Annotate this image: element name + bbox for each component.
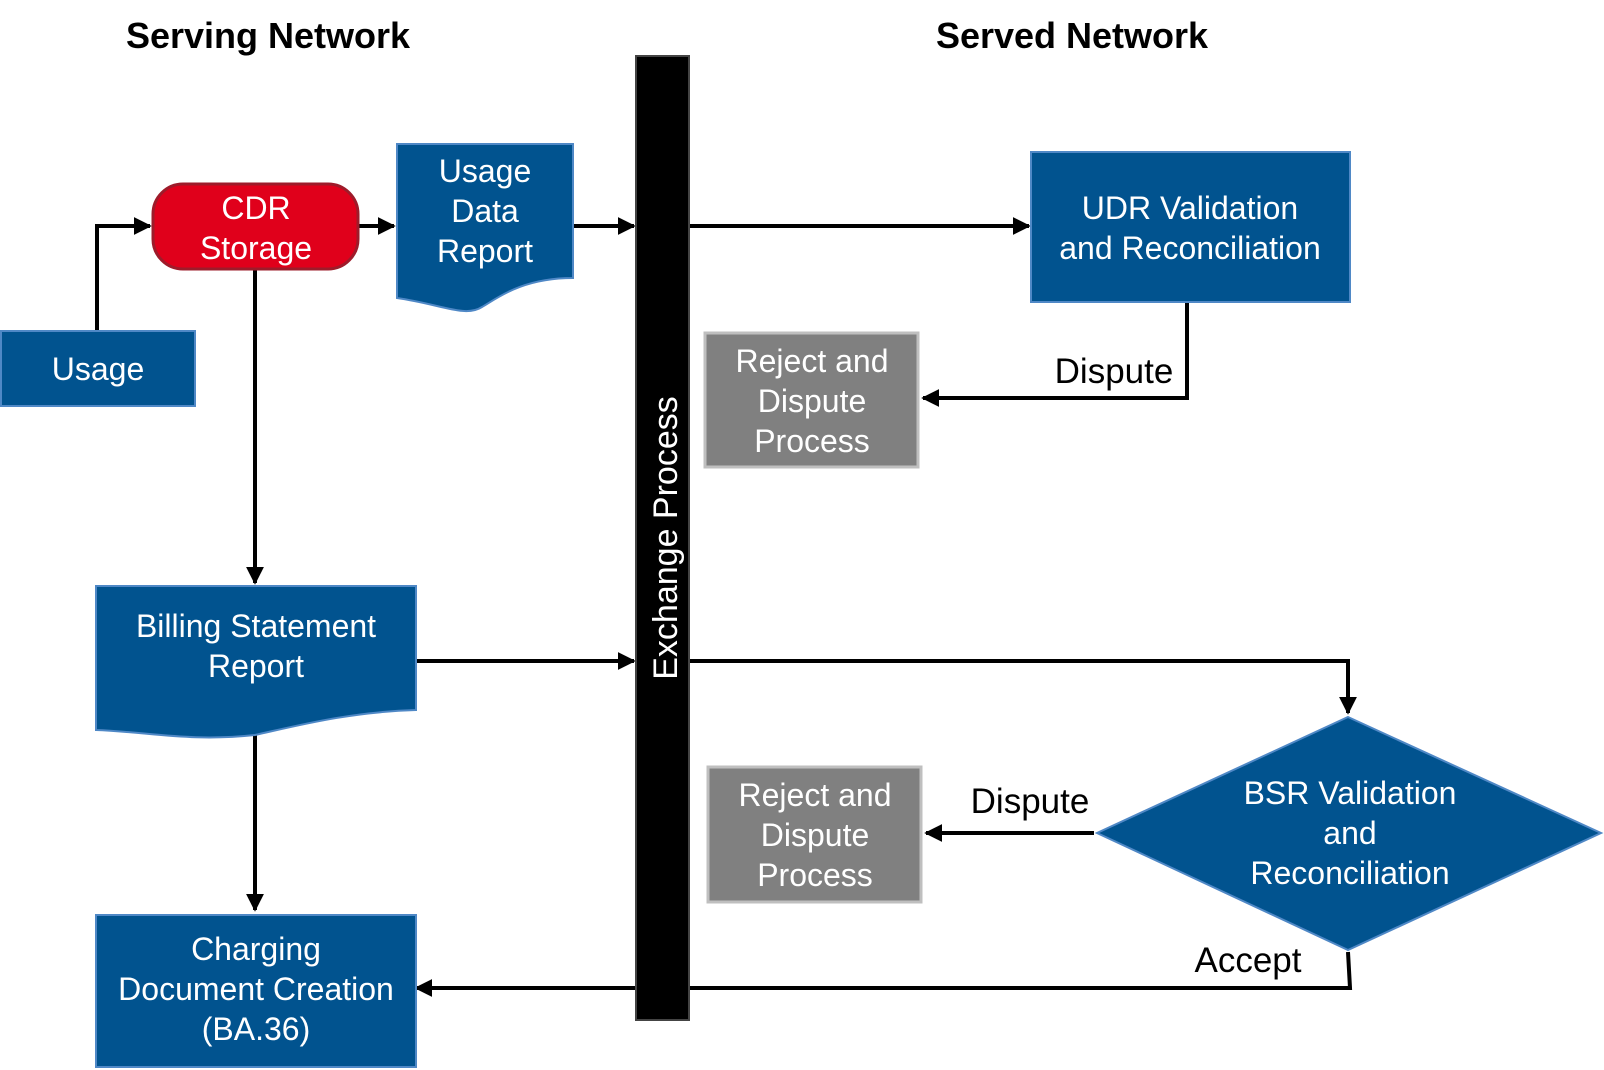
- edge-usage-to-cdr: [95, 217, 152, 330]
- exchange-process-label: Exchange Process: [647, 396, 685, 680]
- reject-dispute-top-node: Reject and Dispute Process: [703, 331, 920, 469]
- edge-exchange-to-bsr-validation: [690, 659, 1357, 715]
- charging-document-label-line3: (BA.36): [202, 1011, 310, 1047]
- usage-data-report-label-line1: Usage: [439, 153, 532, 189]
- cdr-storage-label-line1: CDR: [221, 190, 290, 226]
- charging-document-label-line1: Charging: [191, 931, 321, 967]
- reject-dispute-bottom-label-line1: Reject and: [739, 777, 892, 813]
- billing-statement-report-label-line2: Report: [208, 648, 304, 684]
- usage-data-report-label-line2: Data: [451, 193, 519, 229]
- cdr-storage-node: CDR Storage: [151, 182, 360, 271]
- udr-validation-label-line2: and Reconciliation: [1059, 230, 1321, 266]
- udr-validation-label-line1: UDR Validation: [1082, 190, 1298, 226]
- reject-dispute-top-label-line1: Reject and: [736, 343, 889, 379]
- bsr-validation-label-line2: and: [1323, 815, 1376, 851]
- charging-document-node: Charging Document Creation (BA.36): [95, 914, 417, 1068]
- edge-udr-dispute: [921, 302, 1189, 407]
- connectors: [95, 217, 1357, 997]
- bsr-validation-label-line3: Reconciliation: [1250, 855, 1449, 891]
- charging-document-label-line2: Document Creation: [118, 971, 394, 1007]
- bsr-validation-node: BSR Validation and Reconciliation: [1094, 715, 1604, 952]
- reject-dispute-bottom-node: Reject and Dispute Process: [706, 765, 923, 904]
- reject-dispute-bottom-label-line3: Process: [757, 857, 873, 893]
- edge-bsr-accept: [414, 951, 1353, 997]
- udr-validation-node: UDR Validation and Reconciliation: [1030, 151, 1351, 303]
- reject-dispute-top-label-line3: Process: [754, 423, 870, 459]
- serving-network-header: Serving Network: [126, 15, 411, 56]
- dispute-label-top: Dispute: [1055, 352, 1174, 391]
- dispute-label-bottom: Dispute: [971, 782, 1090, 821]
- accept-label: Accept: [1195, 941, 1302, 980]
- exchange-process-bar: Exchange Process: [635, 55, 690, 1021]
- served-network-header: Served Network: [936, 15, 1209, 56]
- bsr-validation-label-line1: BSR Validation: [1244, 775, 1457, 811]
- usage-node: Usage: [0, 330, 196, 407]
- usage-data-report-label-line3: Report: [437, 233, 533, 269]
- reject-dispute-top-label-line2: Dispute: [758, 383, 867, 419]
- billing-statement-report-node: Billing Statement Report: [95, 585, 417, 739]
- billing-statement-report-label-line1: Billing Statement: [136, 608, 376, 644]
- reject-dispute-bottom-label-line2: Dispute: [761, 817, 870, 853]
- usage-label: Usage: [52, 351, 145, 387]
- usage-data-report-node: Usage Data Report: [396, 143, 574, 313]
- cdr-storage-label-line2: Storage: [200, 230, 312, 266]
